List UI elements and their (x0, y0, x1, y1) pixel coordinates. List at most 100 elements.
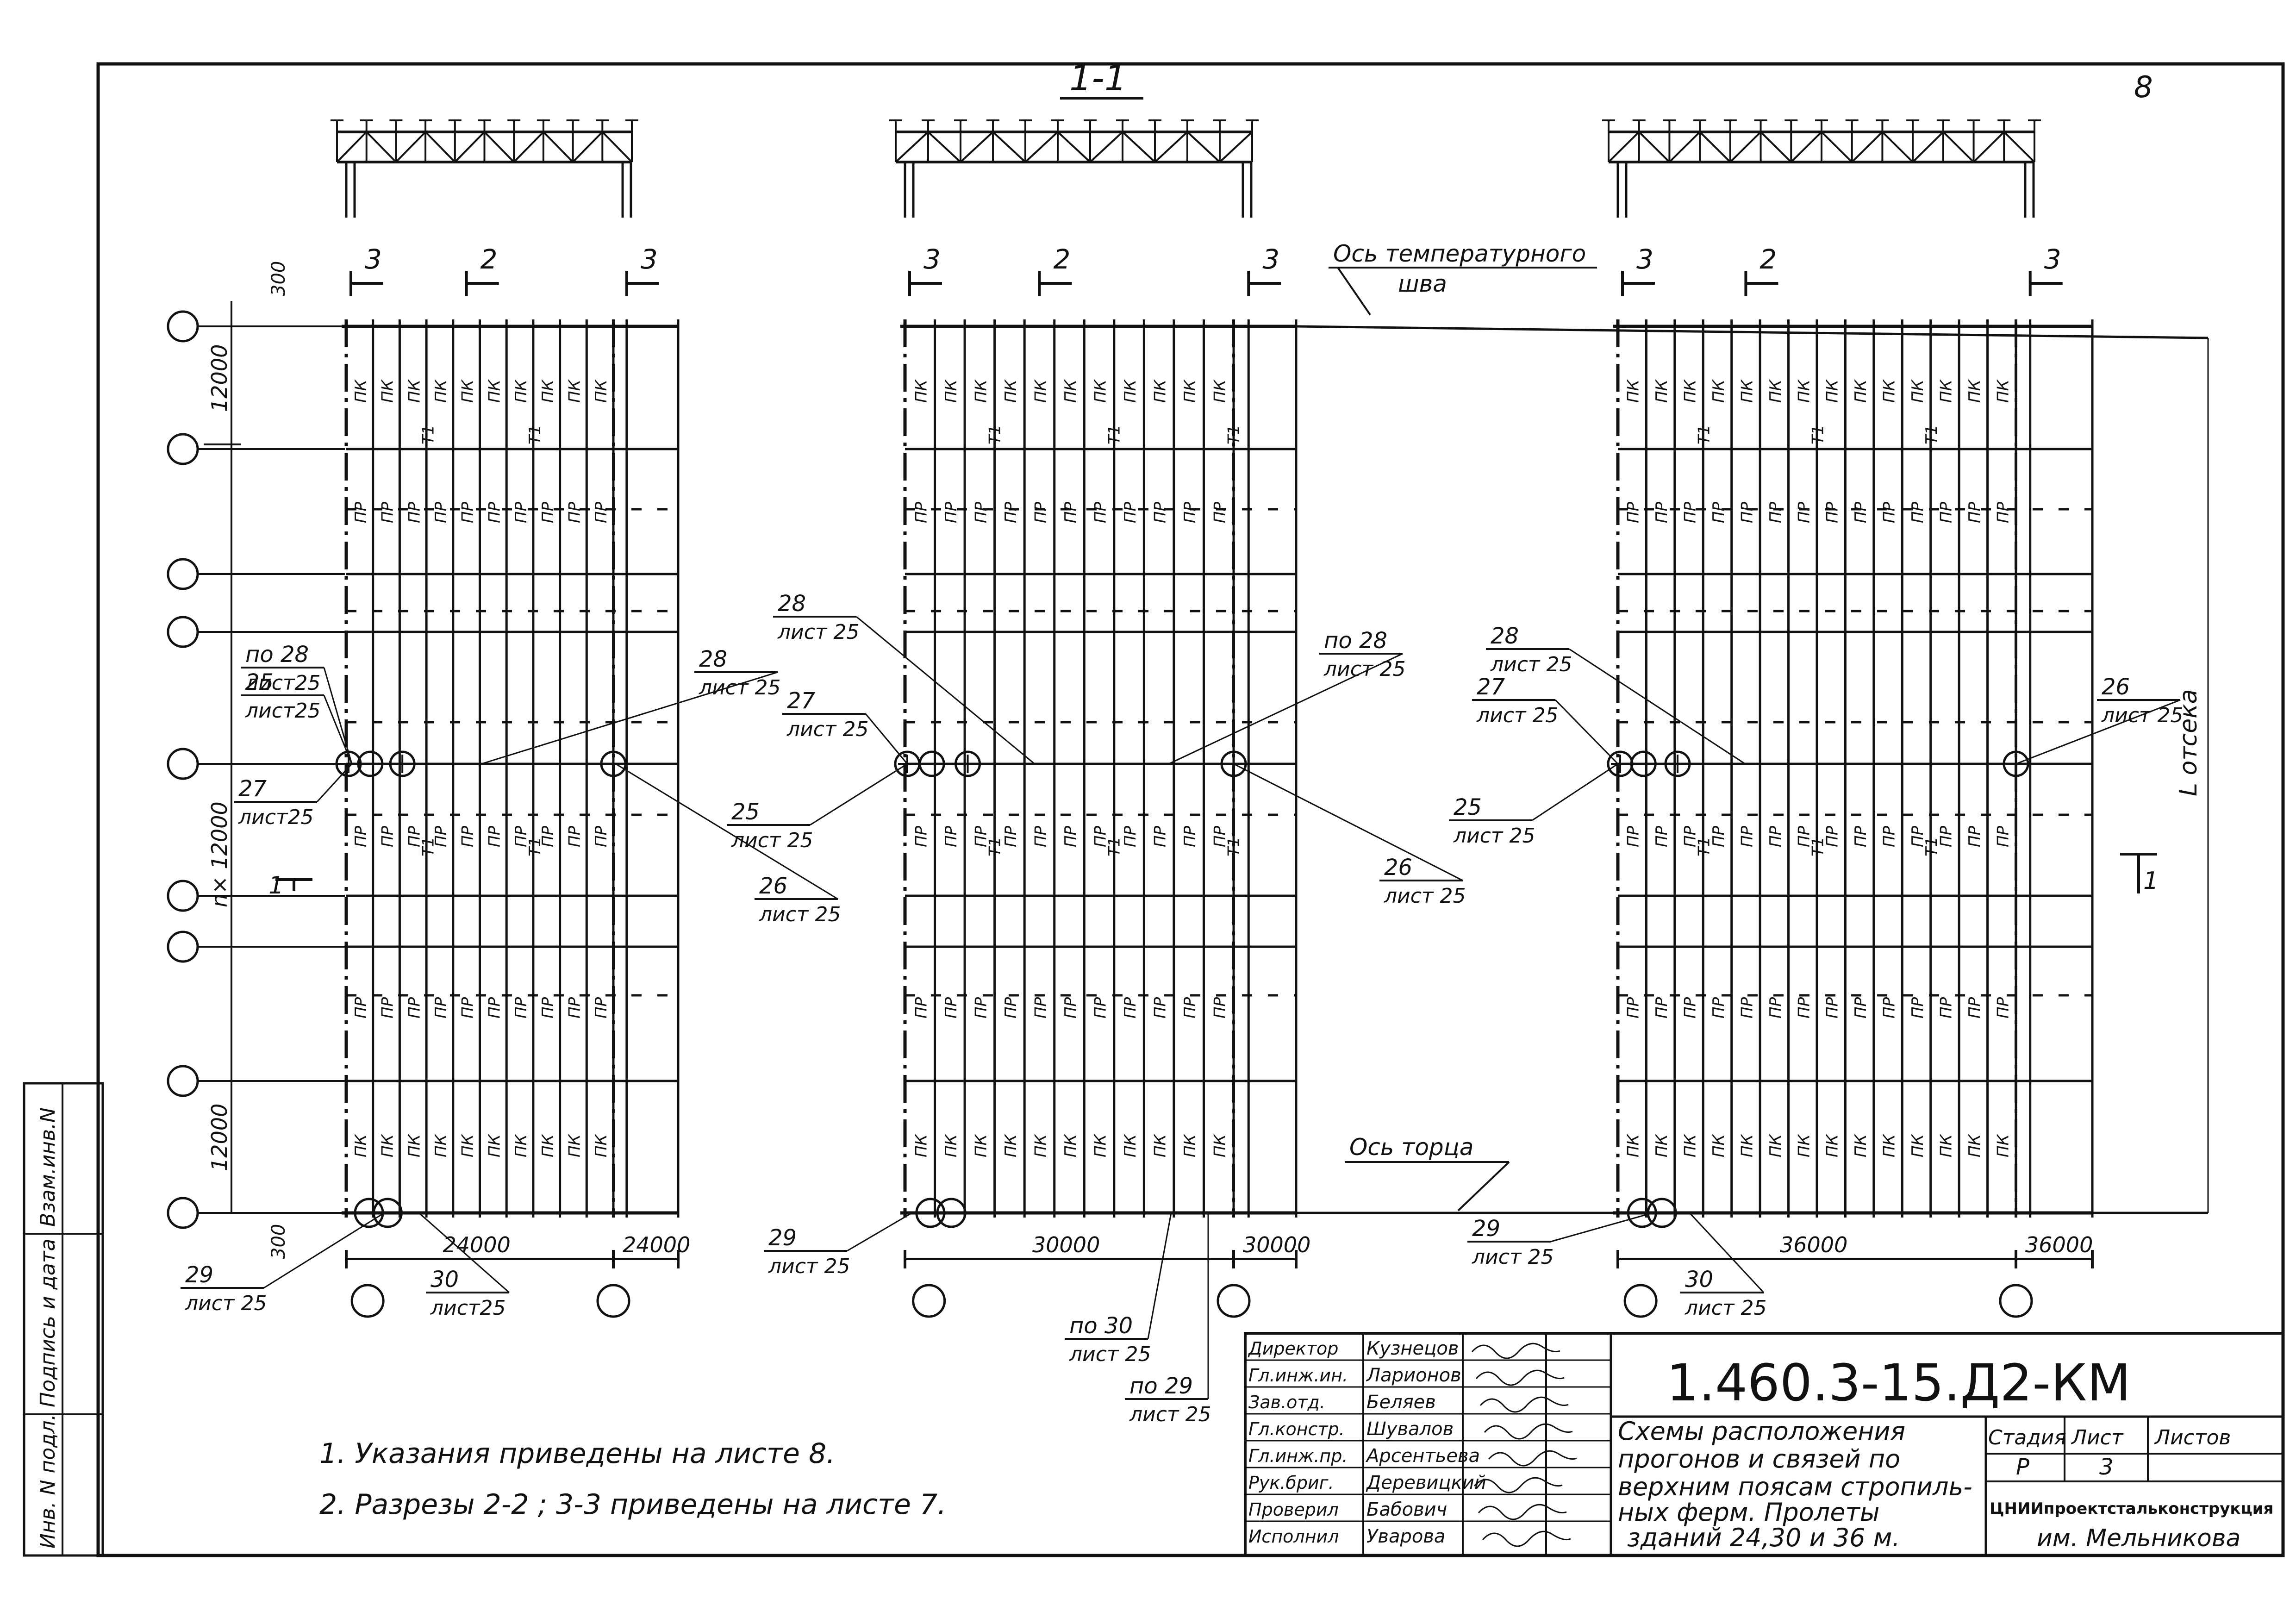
callout-leader (1532, 763, 1618, 821)
truss-diagonal (1973, 131, 2005, 163)
drawing-code: 1.460.3-15.Д2-КМ (1666, 1353, 2131, 1412)
element-code-pk: ПК (1909, 1133, 1927, 1157)
callout-leader (2015, 699, 2181, 765)
truss-diagonal (2003, 131, 2035, 163)
element-code-pr: ПР (942, 997, 961, 1018)
element-code-pr: ПР (459, 825, 477, 847)
element-code-pr: ПР (1061, 501, 1080, 523)
truss-diagonal (601, 131, 633, 163)
truss-diagonal (1638, 131, 1670, 163)
element-code-t1: Т1 (986, 425, 1004, 444)
callout-number: по 30 (1069, 1313, 1133, 1339)
truss-diagonal (484, 131, 515, 163)
truss-diagonal (1154, 131, 1188, 163)
signature-name: Арсентьева (1365, 1445, 1480, 1467)
signature-role: Проверил (1248, 1499, 1339, 1520)
element-code-pr: ПР (352, 825, 370, 847)
element-code-pk: ПК (1738, 1133, 1756, 1157)
callout-leader (847, 1212, 912, 1252)
element-code-pr: ПР (1766, 501, 1785, 523)
element-code-pk: ПК (405, 379, 424, 403)
element-code-pk: ПК (1823, 379, 1842, 403)
element-code-pr: ПР (1937, 997, 1955, 1018)
callout-number: 29 (768, 1225, 797, 1251)
element-code-pr: ПР (565, 501, 584, 523)
element-code-pr: ПР (379, 997, 397, 1018)
truss-elevation-24 (331, 119, 638, 218)
element-code-pk: ПК (1738, 379, 1756, 403)
element-code-pr: ПР (1151, 501, 1170, 523)
element-code-pr: ПР (485, 997, 504, 1018)
element-code-pr: ПР (912, 501, 930, 523)
callout-number: по 29 (1129, 1373, 1193, 1399)
title-line-2: прогонов и связей по (1618, 1444, 1900, 1474)
general-notes: 1. Указания приведены на листе 8. 2. Раз… (319, 1437, 946, 1521)
callout-sheet: лист 25 (1069, 1343, 1151, 1366)
element-code-pr: ПР (1880, 997, 1899, 1018)
element-code-pk: ПК (1795, 379, 1813, 403)
element-code-pk: ПК (512, 1133, 530, 1157)
element-code-pk: ПК (1031, 379, 1050, 403)
element-code-pk: ПК (1002, 1133, 1020, 1157)
callout-leader (1569, 648, 1746, 765)
element-code-pk: ПК (459, 379, 477, 403)
element-code-pk: ПК (1766, 1133, 1785, 1157)
truss-diagonal (1024, 131, 1059, 163)
callout-leader (323, 695, 353, 764)
column-bubble (1623, 1284, 1658, 1318)
element-code-pk: ПК (1710, 379, 1728, 403)
element-code-pr: ПР (405, 501, 424, 523)
element-code-t1: Т1 (1105, 425, 1124, 444)
callout-leader (856, 616, 1035, 765)
truss-diagonal (1669, 131, 1701, 163)
signature-role: Рук.бриг. (1248, 1473, 1334, 1493)
element-code-pk: ПК (1710, 1133, 1728, 1157)
element-code-pr: ПР (1738, 501, 1756, 523)
element-code-pr: ПР (539, 501, 557, 523)
section-title: 1-1 (1069, 57, 1127, 99)
signature-name: Беляев (1366, 1392, 1436, 1413)
element-code-pk: ПК (942, 1133, 961, 1157)
element-code-pk: ПК (352, 1133, 370, 1157)
element-code-pr: ПР (1121, 825, 1140, 847)
element-code-t1: Т1 (1922, 837, 1941, 856)
callout-number: 27 (238, 776, 267, 802)
column-bubble (596, 1284, 630, 1318)
note-1: 1. Указания приведены на листе 8. (319, 1437, 835, 1470)
element-code-pr: ПР (942, 501, 961, 523)
bracing-node (2003, 750, 2029, 777)
element-code-pr: ПР (1653, 825, 1671, 847)
callout-sheet: лист 25 (699, 676, 781, 700)
element-code-pr: ПР (1151, 997, 1170, 1018)
element-code-pk: ПК (1092, 379, 1110, 403)
element-code-pr: ПР (1092, 501, 1110, 523)
element-code-pr: ПР (1624, 501, 1643, 523)
span-dim-end: 36000 (2025, 1232, 2093, 1257)
callout-sheet: лист 25 (185, 1292, 267, 1315)
element-code-pk: ПК (405, 1133, 424, 1157)
callout-sheet: лист 25 (731, 829, 813, 852)
element-code-pk: ПК (565, 379, 584, 403)
element-code-pr: ПР (1181, 997, 1199, 1018)
element-code-pr: ПР (1181, 501, 1199, 523)
element-code-t1: Т1 (526, 837, 544, 856)
handwritten-signature (1475, 1369, 1565, 1386)
span-dim-main: 30000 (1032, 1232, 1100, 1257)
callout-sheet: лист 25 (1685, 1296, 1767, 1320)
callout-leader (1147, 1212, 1172, 1339)
element-code-pr: ПР (352, 501, 370, 523)
truss-diagonal (960, 131, 994, 163)
truss-diagonal (1219, 131, 1253, 163)
element-code-pk: ПК (912, 1133, 930, 1157)
side-stamp: Инв. N подл. Подпись и дата Взам.инв.N (23, 1082, 104, 1557)
section-mark-label: 3 (1262, 244, 1279, 275)
element-code-pr: ПР (1909, 501, 1927, 523)
element-code-pr: ПР (1002, 825, 1020, 847)
element-code-pk: ПК (1151, 379, 1170, 403)
element-code-pr: ПР (912, 825, 930, 847)
element-code-pr: ПР (1795, 501, 1813, 523)
